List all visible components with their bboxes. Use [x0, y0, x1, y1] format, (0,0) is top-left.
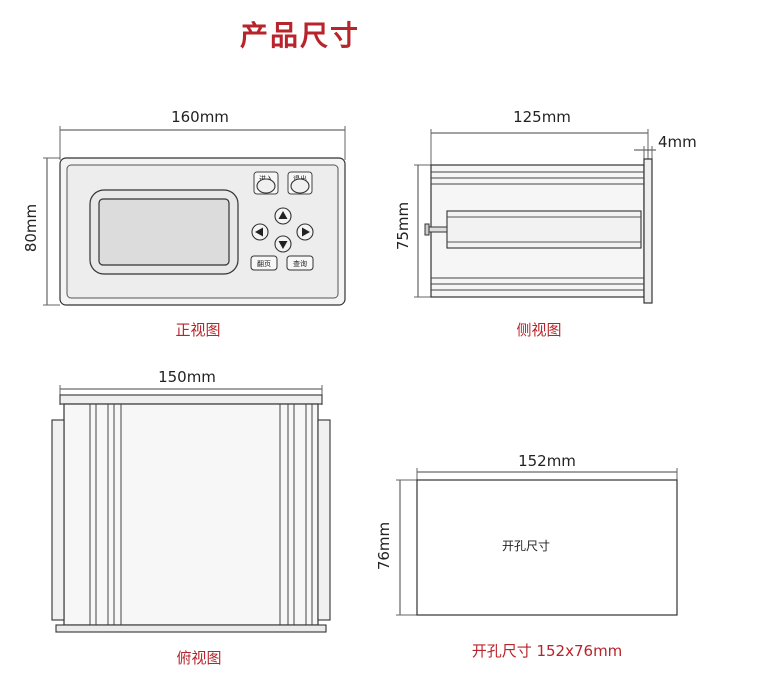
- page-title: 产品尺寸: [239, 19, 360, 52]
- down-arrow-icon: [278, 241, 288, 249]
- lcd-screen: [98, 198, 230, 266]
- top-width-label: 150mm: [158, 368, 216, 386]
- query-key: [286, 255, 314, 271]
- left-arrow-icon: [255, 227, 263, 237]
- top-view-caption: 俯视图: [176, 649, 222, 667]
- front-height-label: 80mm: [22, 204, 40, 252]
- top-bracket-right: [317, 419, 331, 621]
- side-depth-label: 125mm: [513, 108, 571, 126]
- side-mount-screw: [427, 226, 448, 233]
- cutout-view: 152mm 76mm 开孔尺寸: [375, 452, 678, 616]
- side-bezel: [643, 158, 653, 304]
- cutout-caption: 开孔尺寸 152x76mm: [471, 642, 623, 660]
- recall-key-label: 翻页: [257, 259, 271, 268]
- cutout-rect: [416, 479, 678, 616]
- right-arrow-icon: [302, 227, 310, 237]
- front-view: 160mm 80mm 进入 退出 翻页 查询: [22, 108, 346, 306]
- front-view-caption: 正视图: [175, 321, 221, 339]
- query-key-label: 查询: [293, 259, 307, 268]
- side-screw-head: [424, 223, 430, 236]
- side-height-label: 75mm: [394, 202, 412, 250]
- side-view-caption: 侧视图: [516, 321, 562, 339]
- enter-key: [256, 178, 276, 194]
- top-front-bezel: [59, 394, 323, 405]
- up-arrow-icon: [278, 211, 288, 219]
- front-width-label: 160mm: [171, 108, 229, 126]
- cutout-height-label: 76mm: [375, 522, 393, 570]
- cutout-inner-label: 开孔尺寸: [502, 539, 550, 553]
- recall-key: [250, 255, 278, 271]
- cutout-width-label: 152mm: [518, 452, 576, 470]
- top-view: 150mm: [51, 368, 331, 633]
- side-view: 125mm 4mm 75mm: [394, 108, 697, 304]
- top-housing: [63, 403, 319, 626]
- top-rear-plate: [55, 624, 327, 633]
- top-bracket-left: [51, 419, 65, 621]
- side-bezel-label: 4mm: [658, 133, 697, 151]
- exit-key: [290, 178, 310, 194]
